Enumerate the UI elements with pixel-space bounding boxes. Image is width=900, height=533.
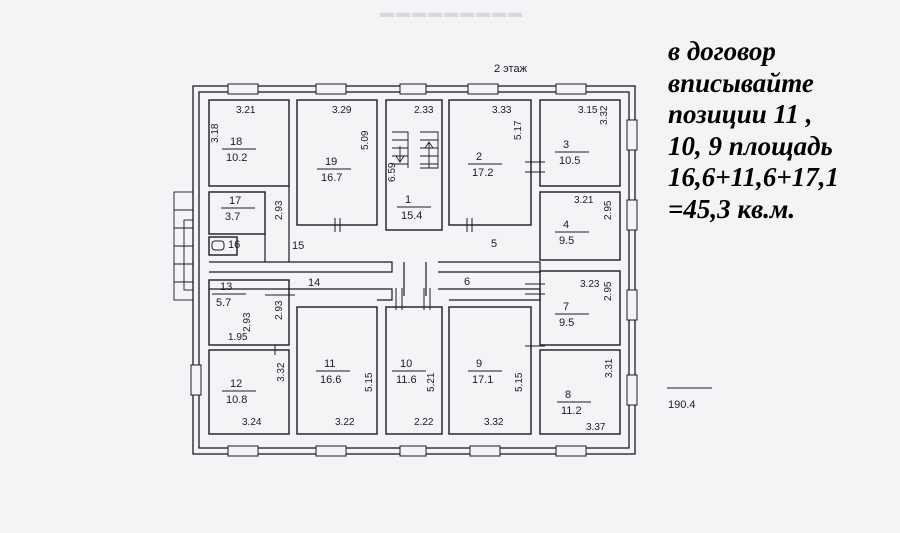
room-area: 17.1 bbox=[472, 374, 493, 386]
room-2-walls bbox=[448, 99, 532, 226]
dimension-label: 3.23 bbox=[580, 279, 600, 290]
room-number: 1 bbox=[405, 194, 411, 206]
floor-title: 2 этаж bbox=[494, 63, 528, 75]
handwritten-note: в договор вписывайте позиции 11 , 10, 9 … bbox=[668, 36, 896, 225]
external-stair bbox=[173, 191, 194, 301]
dimension-label: 3.32 bbox=[599, 105, 610, 125]
room-19-walls bbox=[296, 99, 378, 226]
dimension-label: 3.32 bbox=[276, 362, 287, 382]
room-area: 11.6 bbox=[396, 374, 417, 386]
room-9-walls bbox=[448, 306, 532, 435]
room-8-walls bbox=[539, 349, 621, 435]
dimension-label: 3.15 bbox=[578, 105, 598, 116]
dimension-label: 2.95 bbox=[603, 200, 614, 220]
room-1-walls bbox=[385, 99, 443, 231]
note-line: вписывайте bbox=[668, 67, 814, 98]
room-number: 12 bbox=[230, 378, 242, 390]
room-number: 18 bbox=[230, 136, 242, 148]
room-11-walls bbox=[296, 306, 378, 435]
room-area: 16.6 bbox=[320, 374, 341, 386]
dimension-label: 3.31 bbox=[604, 358, 615, 378]
room-number: 4 bbox=[563, 219, 569, 231]
room-number: 9 bbox=[476, 358, 482, 370]
note-line: 10, 9 площадь bbox=[668, 130, 833, 161]
dimension-label: 2.93 bbox=[242, 312, 253, 332]
dimension-label: 5.21 bbox=[426, 372, 437, 392]
room-18-walls bbox=[208, 99, 290, 187]
room-number: 3 bbox=[563, 139, 569, 151]
room-number: 14 bbox=[308, 277, 320, 289]
dimension-label: 1.95 bbox=[228, 332, 248, 343]
room-number: 11 bbox=[324, 358, 335, 370]
room-number: 6 bbox=[464, 276, 470, 288]
room-number: 2 bbox=[476, 151, 482, 163]
note-line: 16,6+11,6+17,1 bbox=[668, 162, 840, 192]
dimension-label: 6.59 bbox=[387, 162, 398, 182]
total-area-value: 190.4 bbox=[668, 399, 696, 411]
note-line: в договор bbox=[668, 36, 776, 66]
dimension-label: 2.93 bbox=[274, 200, 285, 220]
dimension-label: 3.21 bbox=[236, 105, 256, 116]
dimension-label: 2.22 bbox=[414, 417, 434, 428]
room-3-walls bbox=[539, 99, 621, 187]
dimension-label: 3.18 bbox=[210, 123, 221, 143]
room-17-walls bbox=[208, 191, 266, 235]
room-16-walls bbox=[208, 236, 238, 256]
room-number: 10 bbox=[400, 358, 412, 370]
room-area: 17.2 bbox=[472, 167, 493, 179]
room-number: 13 bbox=[220, 281, 232, 293]
windows bbox=[190, 83, 638, 457]
room-13-walls bbox=[208, 279, 290, 346]
dimension-label: 3.21 bbox=[574, 195, 594, 206]
note-line: позиции 11 , bbox=[668, 99, 813, 129]
room-10-walls bbox=[385, 306, 443, 435]
room-area: 11.2 bbox=[561, 405, 582, 417]
dimension-label: 5.15 bbox=[364, 372, 375, 392]
room-number: 17 bbox=[229, 195, 241, 207]
faded-header-text: ▬▬▬▬▬▬▬▬▬ bbox=[380, 4, 524, 20]
dimension-label: 2.93 bbox=[274, 300, 285, 320]
dimension-label: 5.17 bbox=[513, 120, 524, 140]
note-line: =45,3 кв.м. bbox=[668, 193, 796, 224]
dimension-label: 3.24 bbox=[242, 417, 262, 428]
room-7-walls bbox=[539, 270, 621, 346]
dimension-label: 3.33 bbox=[492, 105, 512, 116]
room-area: 5.7 bbox=[216, 297, 231, 309]
room-number: 8 bbox=[565, 389, 571, 401]
room-12-walls bbox=[208, 349, 290, 435]
room-number: 15 bbox=[292, 240, 304, 252]
stairs bbox=[392, 131, 439, 169]
room-area: 15.4 bbox=[401, 210, 422, 222]
bath-fixture bbox=[211, 240, 225, 251]
room-area: 16.7 bbox=[321, 172, 342, 184]
room-walls bbox=[208, 99, 621, 435]
door-marks bbox=[265, 161, 545, 355]
room-number: 5 bbox=[491, 238, 497, 250]
room-number: 19 bbox=[325, 156, 337, 168]
dimension-label: 3.22 bbox=[335, 417, 355, 428]
dimension-label: 5.09 bbox=[360, 130, 371, 150]
room-area: 9.5 bbox=[559, 317, 574, 329]
dimension-label: 5.15 bbox=[514, 372, 525, 392]
room-4-walls bbox=[539, 191, 621, 261]
room-number: 7 bbox=[563, 301, 569, 313]
dimension-label: 3.29 bbox=[332, 105, 352, 116]
room-area: 10.5 bbox=[559, 155, 580, 167]
room-area: 10.2 bbox=[226, 152, 247, 164]
dimension-label: 2.33 bbox=[414, 105, 434, 116]
room-area: 10.8 bbox=[226, 394, 247, 406]
dimension-label: 3.37 bbox=[586, 422, 606, 433]
dimension-label: 3.32 bbox=[484, 417, 504, 428]
room-area: 9.5 bbox=[559, 235, 574, 247]
room-area: 3.7 bbox=[225, 211, 240, 223]
dimension-label: 2.95 bbox=[603, 281, 614, 301]
room-number: 16 bbox=[228, 239, 240, 251]
